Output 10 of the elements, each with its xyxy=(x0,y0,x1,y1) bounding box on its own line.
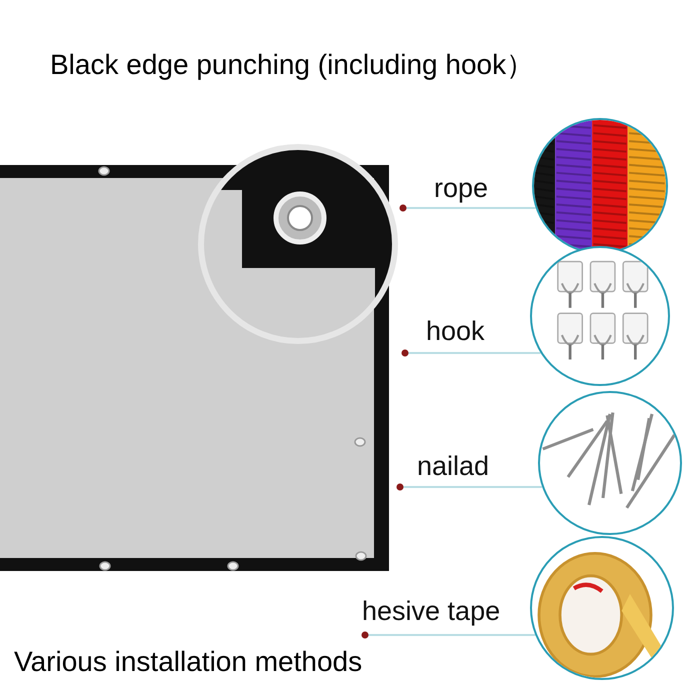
leader-line xyxy=(400,204,536,212)
method-label: rope xyxy=(434,172,488,205)
leader-line xyxy=(362,632,536,638)
leader-line xyxy=(402,350,541,356)
method-label: nailad xyxy=(417,450,490,483)
caption: Various installation methods xyxy=(14,646,362,678)
method-label: hesive tape xyxy=(362,595,500,628)
title: Black edge punching (including hook） xyxy=(50,48,534,82)
leader-line xyxy=(396,484,542,490)
method-label: hook xyxy=(426,315,485,348)
